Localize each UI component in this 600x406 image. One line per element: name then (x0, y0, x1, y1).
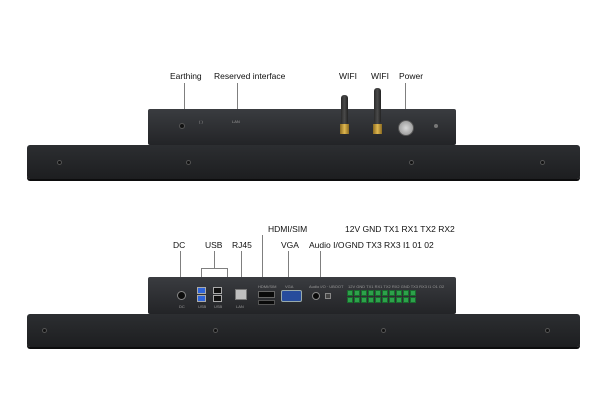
reserved-port-mark: ( ) (199, 119, 203, 124)
leader-usb (214, 251, 215, 268)
usb-port-icon[interactable] (213, 295, 222, 302)
dc-mark: DC (179, 304, 185, 309)
leader-vga (288, 251, 289, 277)
vga-port-icon[interactable] (281, 290, 302, 302)
leader-audio (320, 251, 321, 277)
screw-icon (409, 160, 414, 165)
label-rj45: RJ45 (232, 240, 252, 250)
screw-icon (42, 328, 47, 333)
usb-port-icon[interactable] (213, 287, 222, 294)
leader-earthing (184, 83, 185, 110)
usb-mark-2: USB (214, 304, 223, 309)
label-hdmi-sim: HDMI/SIM (268, 224, 308, 234)
power-button-icon[interactable] (398, 120, 414, 136)
screw-icon (540, 160, 545, 165)
leader-hdmi-sim (262, 235, 263, 277)
label-wifi-2: WIFI (371, 71, 389, 81)
screw-icon (381, 328, 386, 333)
label-pins-line-2: GND TX3 RX3 I1 01 02 (345, 240, 434, 250)
lan-mark: LAN (232, 119, 240, 124)
screw-icon (213, 328, 218, 333)
bottom-io-box: DC USB USB LAN HDMI/SIM VGA Audio I/O · … (148, 277, 456, 314)
leader-dc (180, 251, 181, 277)
label-wifi-1: WIFI (339, 71, 357, 81)
audio-jack-icon[interactable] (312, 292, 320, 300)
label-dc: DC (173, 240, 186, 250)
wifi-antenna-1-icon (341, 95, 348, 125)
label-usb: USB (205, 240, 223, 250)
leader-usb-bracket (201, 268, 227, 269)
status-led-icon (434, 124, 438, 128)
leader-usb-left (201, 268, 202, 277)
top-io-box: ( ) LAN (148, 109, 456, 145)
audio-mark: Audio I/O · UBOOT (309, 284, 344, 289)
screw-icon (57, 160, 62, 165)
lan-mark: LAN (236, 304, 244, 309)
sim-slot-icon[interactable] (258, 300, 275, 305)
usb-mark: USB (198, 304, 207, 309)
hdmi-sim-mark: HDMI/SIM (258, 284, 277, 289)
rj45-port-icon[interactable] (235, 289, 247, 300)
uboot-button-icon[interactable] (325, 293, 331, 299)
label-pins-line-1: 12V GND TX1 RX1 TX2 RX2 (345, 224, 455, 234)
usb-port-icon[interactable] (197, 295, 206, 302)
hdmi-port-icon[interactable] (258, 291, 275, 298)
leader-usb-right (227, 268, 228, 277)
label-reserved-interface: Reserved interface (214, 71, 286, 81)
leader-power (405, 83, 406, 110)
screw-icon (186, 160, 191, 165)
leader-rj45 (241, 251, 242, 277)
label-power: Power (399, 71, 424, 81)
leader-reserved (237, 83, 238, 110)
label-earthing: Earthing (170, 71, 202, 81)
wifi-antenna-2-base-icon (373, 124, 382, 134)
bottom-bezel (27, 314, 580, 347)
usb-port-icon[interactable] (197, 287, 206, 294)
vga-mark: VGA (285, 284, 294, 289)
label-vga: VGA (281, 240, 299, 250)
earthing-screw-icon (179, 123, 185, 129)
top-bezel (27, 145, 580, 179)
wifi-antenna-2-icon (374, 88, 381, 124)
terminal-pin-marks: 12V GND TX1 RX1 TX2 RX2 GND TX3 RX3 I1 O… (348, 284, 445, 289)
label-audio-io: Audio I/O (309, 240, 345, 250)
screw-icon (545, 328, 550, 333)
dc-jack-icon[interactable] (177, 291, 186, 300)
wifi-antenna-1-base-icon (340, 124, 349, 134)
